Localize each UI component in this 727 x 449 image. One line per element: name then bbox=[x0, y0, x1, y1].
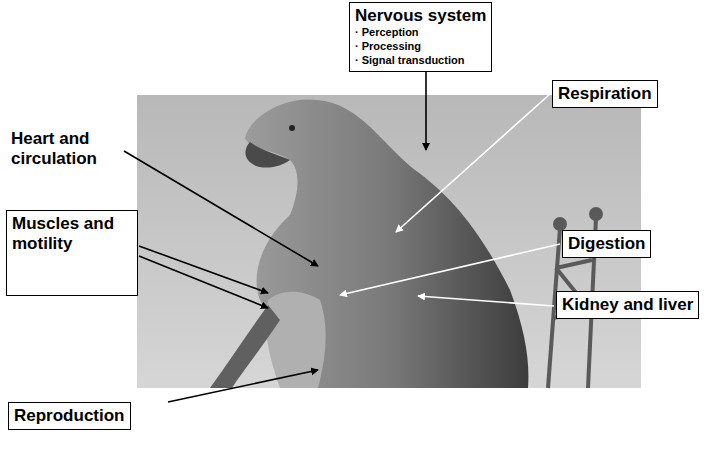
system-label: Heart and circulation bbox=[6, 126, 140, 173]
bullet-item: · Perception bbox=[355, 26, 486, 40]
label-text: Nervous system bbox=[355, 6, 486, 26]
label-text: Reproduction bbox=[14, 406, 125, 426]
system-label-box: Reproduction bbox=[8, 402, 131, 430]
system-label-box: Digestion bbox=[562, 230, 651, 258]
baboon bbox=[210, 99, 528, 388]
bullet-item: · Processing bbox=[355, 40, 486, 54]
bullet-item: · Signal transduction bbox=[355, 54, 486, 68]
system-label-box: Respiration bbox=[552, 80, 658, 108]
system-label-box: Muscles and motility bbox=[6, 210, 138, 296]
label-text: Digestion bbox=[568, 234, 645, 254]
leader-lines bbox=[124, 62, 560, 402]
system-label-box: Nervous system· Perception· Processing· … bbox=[349, 2, 492, 72]
label-text: Respiration bbox=[558, 84, 652, 104]
label-text: Muscles and motility bbox=[12, 214, 132, 255]
label-text: Heart and circulation bbox=[11, 129, 135, 170]
system-label-box: Kidney and liver bbox=[556, 291, 699, 319]
label-text: Kidney and liver bbox=[562, 295, 693, 315]
